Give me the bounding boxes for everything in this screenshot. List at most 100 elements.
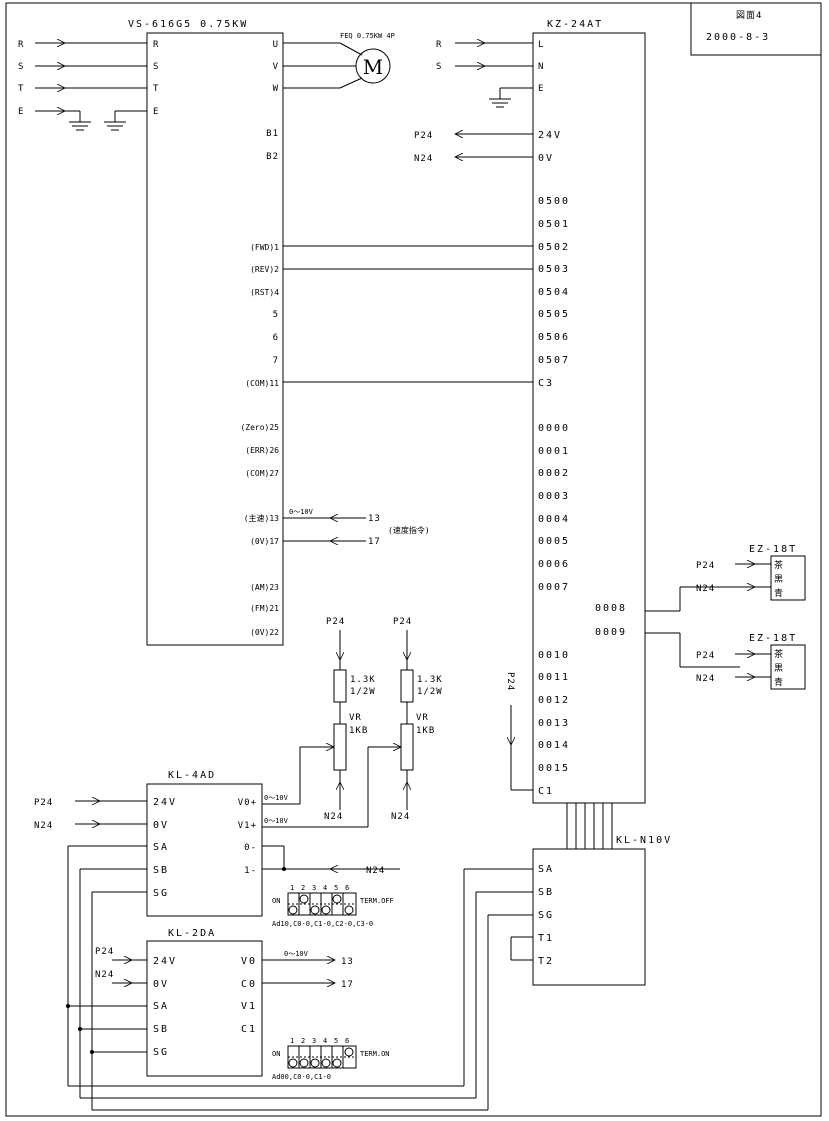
- serial-bus-wires: [66, 845, 533, 1111]
- plc-term-0504: 0504: [538, 287, 570, 298]
- lamp1-color-2: 黒: [774, 574, 784, 585]
- resistor-icon: [333, 669, 347, 703]
- plc-term-0009: 0009: [595, 627, 627, 638]
- inv-term-17: (0V)17: [250, 537, 279, 546]
- plc-term-n: N: [538, 62, 544, 72]
- inv-term-t: T: [153, 84, 159, 94]
- kl2da-range: 0〜10V: [284, 950, 309, 958]
- kl2da-out-17: 17: [341, 980, 354, 990]
- inv-term-r: R: [153, 40, 159, 50]
- plc-term-0500: 0500: [538, 196, 570, 207]
- inv-term-u: U: [273, 40, 279, 50]
- res1-vr-name: VR: [349, 713, 362, 723]
- res2-rating: 1/2W: [417, 687, 443, 697]
- res1-vr-value: 1KB: [349, 726, 368, 736]
- kl4ad-dip-state: TERM.OFF: [360, 897, 394, 905]
- dip-num: 2: [301, 1037, 305, 1045]
- plc-term-0004: 0004: [538, 514, 570, 525]
- kl2da-term-c0: C0: [241, 979, 257, 990]
- inv-term-e: E: [153, 107, 159, 117]
- kl2da-term-v0: V0: [241, 956, 257, 967]
- inv-term-rst: (RST)4: [250, 288, 279, 297]
- kl2da-out-13: 13: [341, 957, 354, 967]
- plc-term-0008: 0008: [595, 603, 627, 614]
- inv-term-fm: (FM)21: [250, 604, 279, 613]
- inv-term-b2: B2: [266, 152, 279, 162]
- plc-term-c3: C3: [538, 378, 554, 389]
- title-block: [690, 2, 822, 56]
- plc-term-0002: 0002: [538, 468, 570, 479]
- inv-term-am: (AM)23: [250, 583, 279, 592]
- inv-term-7: 7: [273, 356, 279, 366]
- res1-value: 1.3K: [350, 675, 376, 685]
- date-label: 2000-8-3: [706, 32, 770, 43]
- kl4ad-dip-switch: [287, 892, 357, 916]
- res2-supply: P24: [393, 617, 412, 627]
- speed-ref-17: 17: [368, 537, 381, 547]
- speed-ref-13: 13: [368, 514, 381, 524]
- kl4ad-term-0m: 0-: [244, 843, 257, 853]
- kl2da-term-sg: SG: [153, 1047, 169, 1058]
- res1-supply: P24: [326, 617, 345, 627]
- motor-icon: [355, 48, 391, 84]
- dip-num: 1: [290, 884, 294, 892]
- plc-term-0006: 0006: [538, 559, 570, 570]
- plc-term-0005: 0005: [538, 536, 570, 547]
- kl2da-term-c1: C1: [241, 1024, 257, 1035]
- potentiometer-icon: [400, 723, 414, 771]
- inv-term-zero: (Zero)25: [240, 423, 279, 432]
- lamp2-p24: P24: [696, 651, 715, 661]
- plc-block: KZ-24AT R S P24 N24 L N E 24V 0V 0500 05…: [414, 19, 646, 804]
- lamp2-color-3: 青: [774, 676, 784, 688]
- kln10v-term-sg: SG: [538, 910, 554, 921]
- kl2da-n24: N24: [95, 970, 114, 980]
- inv-term-com11: (COM)11: [245, 379, 279, 388]
- kl2da-dip-state: TERM.ON: [360, 1050, 390, 1058]
- dip-num: 3: [312, 884, 316, 892]
- kl4ad-model: KL-4AD: [168, 770, 216, 781]
- kl2da-p24: P24: [95, 947, 114, 957]
- kln10v-term-sb: SB: [538, 887, 554, 898]
- plc-term-0011: 0011: [538, 672, 570, 683]
- plc-term-0001: 0001: [538, 446, 570, 457]
- resistor-network-1: P24 1.3K 1/2W VR 1KB N24: [324, 617, 376, 822]
- plc-term-0012: 0012: [538, 695, 570, 706]
- plc-term-0v: 0V: [538, 153, 554, 164]
- inv-term-rev: (REV)2: [250, 265, 279, 274]
- kl4ad-term-v0p: V0+: [238, 798, 257, 808]
- plc-term-0000: 0000: [538, 423, 570, 434]
- res1-ground: N24: [324, 812, 343, 822]
- kl-n10v-block: KL-N10V SA SB SG T1 T2: [510, 803, 670, 986]
- plc-term-0503: 0503: [538, 264, 570, 275]
- dip-num: 5: [334, 1037, 338, 1045]
- motor-symbol: M: [363, 55, 383, 79]
- res2-ground: N24: [391, 812, 410, 822]
- plc-term-0505: 0505: [538, 309, 570, 320]
- inverter-block: VS-616G5 0.75KW R S T E R S T: [18, 19, 430, 646]
- inverter-model: VS-616G5 0.75KW: [128, 19, 248, 30]
- dip-num: 5: [334, 884, 338, 892]
- lamp1-n24: N24: [696, 584, 715, 594]
- plc-term-0507: 0507: [538, 355, 570, 366]
- kl2da-model: KL-2DA: [168, 928, 216, 939]
- tower-lamp-1: EZ-18T 茶 黒 青 P24 N24: [645, 544, 806, 612]
- ground-icon: [104, 111, 126, 131]
- kln10v-term-sa: SA: [538, 864, 554, 875]
- sheet-border: [5, 2, 822, 1117]
- kl4ad-term-24v: 24V: [153, 797, 177, 808]
- plc-p24-out: P24: [414, 131, 433, 141]
- tower-lamp-2: EZ-18T 茶 黒 青 P24 N24: [645, 632, 806, 690]
- res2-value: 1.3K: [417, 675, 443, 685]
- kl2da-term-v1: V1: [241, 1001, 257, 1012]
- inv-input-r: R: [18, 40, 24, 50]
- plc-term-0010: 0010: [538, 650, 570, 661]
- inverter-right-terminals: U V W B1 B2 (FWD)1 (REV)2 (RST)4 5 6 7 (…: [240, 40, 279, 637]
- plc-input-r: R: [436, 40, 442, 50]
- kln10v-term-t2: T2: [538, 956, 554, 967]
- resistor-icon: [400, 669, 414, 703]
- kl4ad-term-sb: SB: [153, 865, 169, 876]
- plc-term-l: L: [538, 40, 544, 50]
- plc-n24-out: N24: [414, 154, 433, 164]
- kl2da-term-sa: SA: [153, 1001, 169, 1012]
